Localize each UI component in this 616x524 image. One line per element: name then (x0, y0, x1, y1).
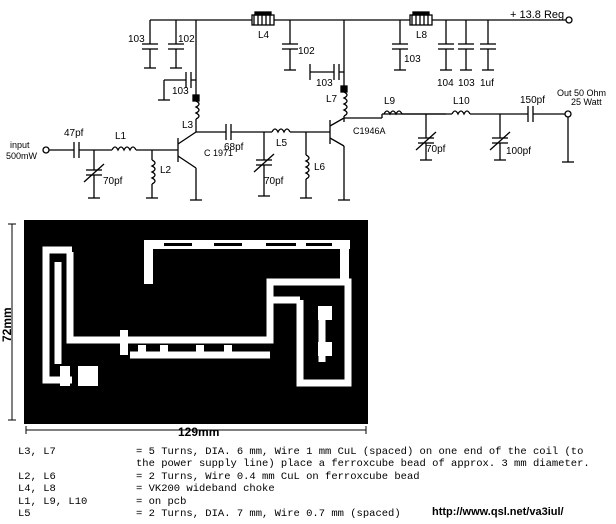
cap-47pf-label: 47pf (64, 128, 84, 139)
coil-l6-label: L6 (314, 162, 326, 173)
pcb-height-label: 72mm (0, 307, 14, 342)
cap-102-mid-label: 102 (298, 46, 315, 57)
coil-l9-label: L9 (384, 96, 396, 107)
cap-103-left-label: 103 (128, 34, 145, 45)
choke-l4-label: L4 (258, 30, 270, 41)
note-text: = VK200 wideband choke (136, 483, 275, 496)
pcb-board (24, 220, 368, 424)
choke-l8 (409, 14, 433, 26)
coil-l7-label: L7 (326, 94, 338, 105)
note-row: L2, L6 = 2 Turns, Wire 0.4 mm CuL on fer… (18, 471, 608, 483)
trimmer-in-label: 70pf (103, 176, 123, 187)
footer-url[interactable]: http://www.qsl.net/va3iul/ (432, 506, 564, 518)
coil-l1-label: L1 (115, 131, 127, 142)
note-row: L5 = 2 Turns, DIA. 7 mm, Wire 0.7 mm (sp… (18, 508, 608, 520)
output-power-label: 25 Watt (571, 97, 602, 107)
input-label: input (10, 140, 30, 150)
note-key: L3, L7 (18, 446, 56, 458)
trimmer-mid-label: 70pf (264, 176, 284, 187)
cap-102-left-label: 102 (178, 34, 195, 45)
note-row: L4, L8 = VK200 wideband choke (18, 483, 608, 495)
schematic-labels: + 13.8 Reg input 500mW Out 50 Ohm 25 Wat… (6, 9, 606, 187)
note-text: = 5 Turns, DIA. 6 mm, Wire 1 mm CuL (spa… (136, 446, 590, 471)
transistor-2-label: C1946A (353, 126, 386, 136)
note-row: L3, L7 = 5 Turns, DIA. 6 mm, Wire 1 mm C… (18, 446, 608, 471)
cap-103-mid-label: 103 (316, 78, 333, 89)
coil-l10-label: L10 (453, 96, 470, 107)
note-key: L4, L8 (18, 483, 56, 496)
coil-l5-label: L5 (276, 138, 288, 149)
coil-notes: L3, L7 = 5 Turns, DIA. 6 mm, Wire 1 mm C… (18, 446, 608, 520)
note-text: = on pcb (136, 495, 187, 508)
choke-l4 (251, 14, 275, 26)
cap-103-base-label: 103 (172, 86, 189, 97)
cap-1uf-label: 1uf (480, 78, 494, 89)
cap-150pf-label: 150pf (520, 95, 545, 106)
note-text: = 2 Turns, DIA. 7 mm, Wire 0.7 mm (space… (136, 508, 401, 521)
cap-103-last-label: 103 (458, 78, 475, 89)
pcb-dimensions (8, 223, 367, 434)
trimmer-out-label: 70pf (426, 144, 446, 155)
pcb-width-label: 129mm (178, 425, 219, 439)
coil-l2-label: L2 (160, 165, 172, 176)
note-key: L1, L9, L10 (18, 495, 88, 508)
cap-104-label: 104 (437, 78, 454, 89)
supply-label: + 13.8 Reg (510, 9, 564, 21)
note-row: L1, L9, L10 = on pcb (18, 496, 608, 508)
note-key: L5 (18, 508, 31, 521)
transistor-1-label: C 1971 (204, 148, 233, 158)
trimmer-100pf-label: 100pf (506, 146, 531, 157)
choke-l8-label: L8 (416, 30, 428, 41)
output-label: Out 50 Ohm (557, 88, 606, 98)
note-text: = 2 Turns, Wire 0.4 mm CuL on ferroxcube… (136, 470, 420, 483)
coil-l3-label: L3 (182, 120, 194, 131)
schematic (42, 11, 574, 201)
note-key: L2, L6 (18, 470, 56, 483)
cap-103-right-label: 103 (404, 54, 421, 65)
cap-68pf-label: 68pf (224, 142, 244, 153)
input-power-label: 500mW (6, 151, 38, 161)
